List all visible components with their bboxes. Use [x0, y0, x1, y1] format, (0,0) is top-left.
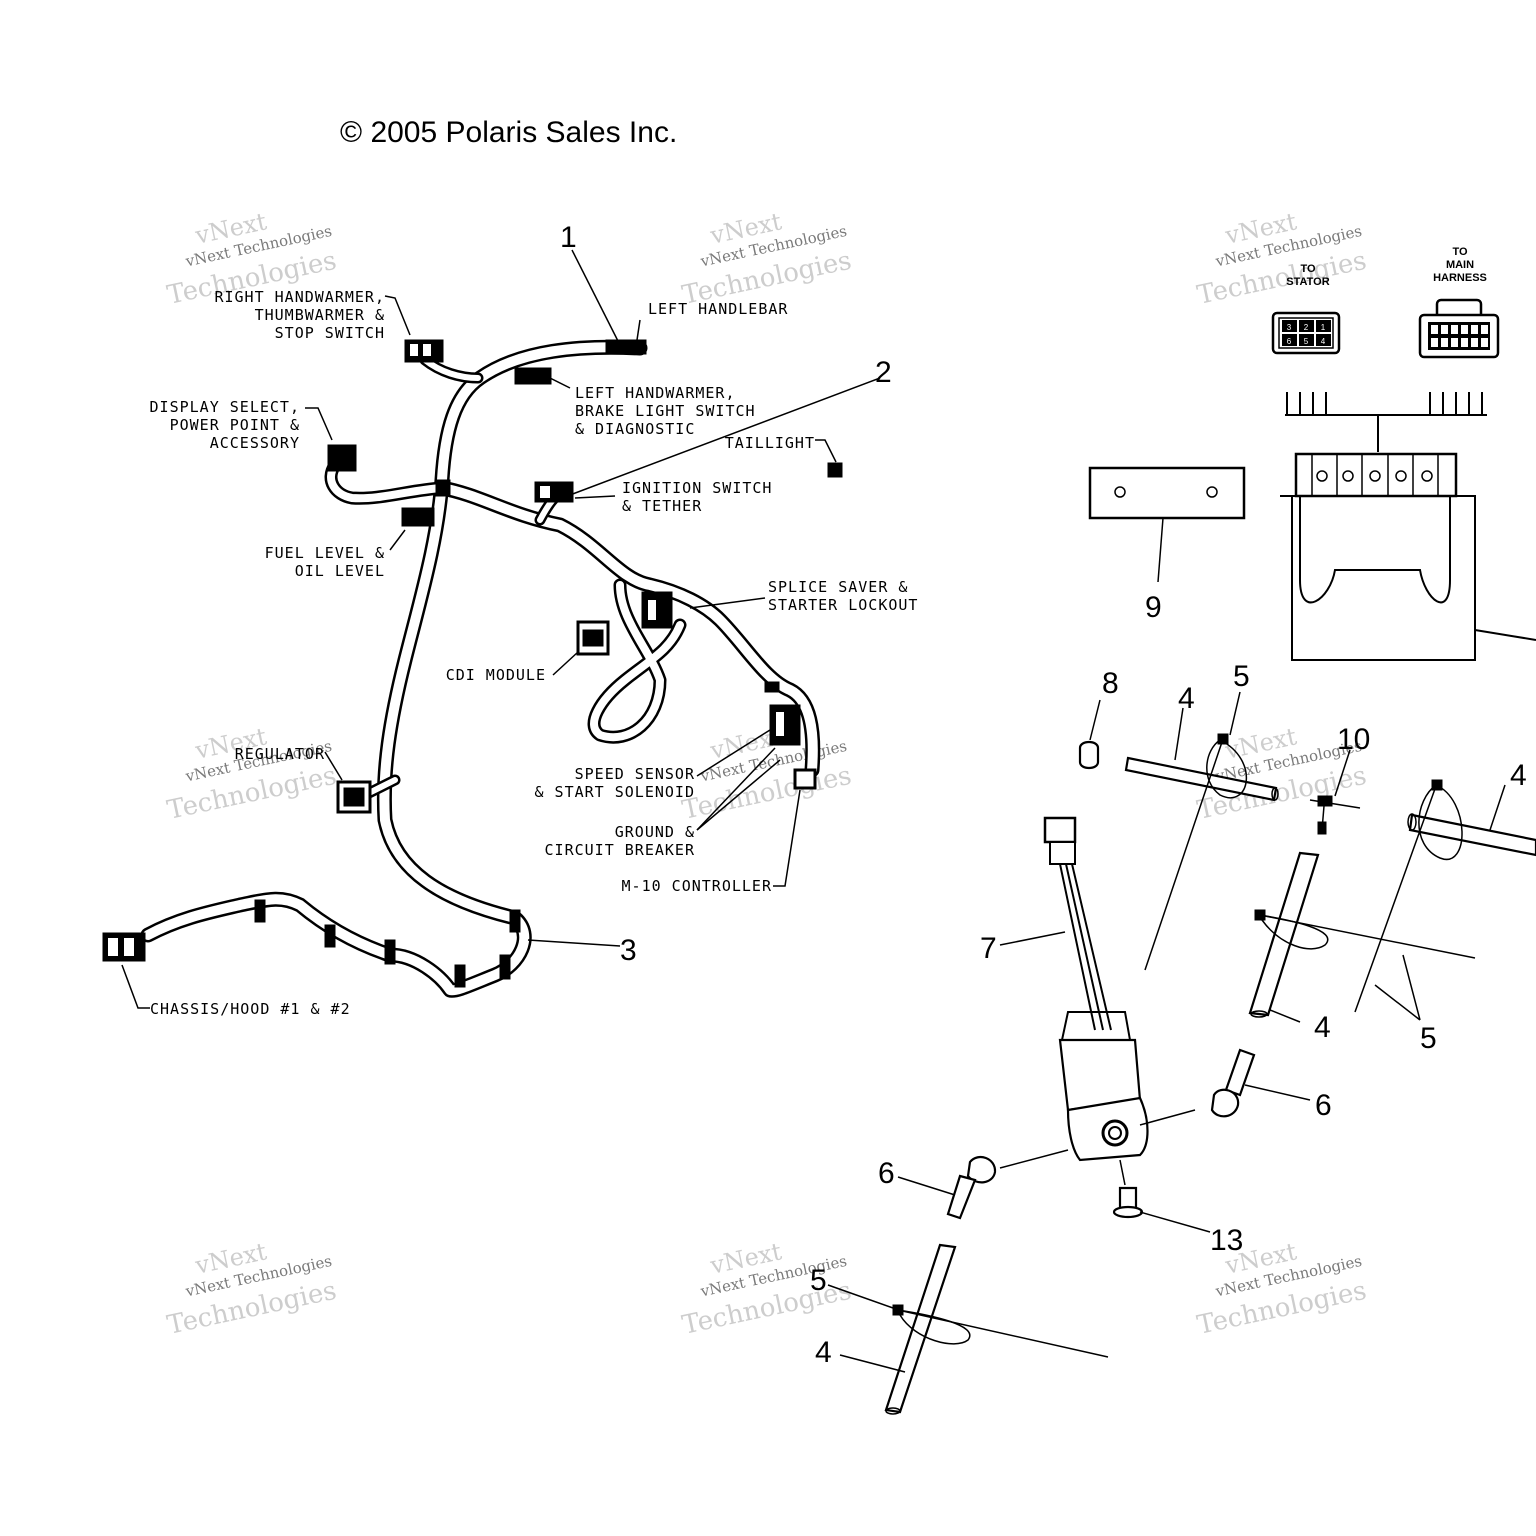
fitting-10: [1309, 749, 1361, 835]
regulator-label: REGULATOR: [235, 745, 325, 763]
part-number-3: 3: [620, 934, 637, 967]
fuel-level-connector: [401, 507, 435, 527]
right-handwarmer-connector: [404, 339, 444, 363]
display-select-label-2: POWER POINT &: [170, 416, 300, 434]
cap-part: [1078, 699, 1101, 770]
part-number-10: 10: [1337, 723, 1370, 756]
watermark-bottom-left: vNext vNext Technologies Technologies: [165, 1237, 340, 1341]
to-stator-label-1: TO: [1300, 263, 1316, 275]
part-number-4-center: 4: [1314, 1011, 1331, 1044]
part-number-7: 7: [980, 932, 997, 965]
display-select-connector: [327, 444, 357, 472]
part-number-1: 1: [560, 221, 577, 254]
stator-pin-3: 3: [1287, 323, 1292, 332]
part-number-5-right: 5: [1420, 1022, 1437, 1055]
tube-tie-bottom: [827, 1243, 1109, 1415]
ignition-switch-connector: [534, 481, 574, 503]
watermark-mid-center: vNext vNext Technologies Technologies: [680, 722, 855, 826]
m10-controller-connector: [793, 768, 817, 790]
taillight-label: TAILLIGHT: [725, 434, 815, 452]
watermark-mid-left: vNext vNext Technologies Technologies: [165, 722, 340, 826]
copyright-text: © 2005 Polaris Sales Inc.: [340, 116, 677, 149]
part-number-5-upper: 5: [1233, 660, 1250, 693]
part-number-13: 13: [1210, 1224, 1243, 1257]
left-handlebar-label: LEFT HANDLEBAR: [648, 300, 788, 318]
part-number-6-left: 6: [878, 1157, 895, 1190]
m10-controller-label: M-10 CONTROLLER: [622, 877, 772, 895]
fuel-level-label-2: OIL LEVEL: [295, 562, 385, 580]
cdi-module-connector: [576, 620, 610, 656]
part-number-2: 2: [875, 356, 892, 389]
stator-pin-2: 2: [1304, 323, 1309, 332]
ground-label-1: GROUND &: [615, 823, 695, 841]
chassis-hood-label: CHASSIS/HOOD #1 & #2: [150, 1000, 351, 1018]
watermark-top-right: vNext vNext Technologies Technologies: [1195, 207, 1370, 311]
right-handwarmer-label-1: RIGHT HANDWARMER,: [214, 288, 385, 306]
left-handwarmer-label-3: & DIAGNOSTIC: [575, 420, 695, 438]
main-harness: [102, 339, 843, 998]
display-select-label-1: DISPLAY SELECT,: [150, 398, 300, 416]
stator-pin-1: 1: [1321, 323, 1326, 332]
stator-pin-5: 5: [1304, 337, 1309, 346]
to-main-label-2: MAIN: [1446, 259, 1474, 271]
stator-pin-6: 6: [1287, 337, 1292, 346]
cdi-module-label: CDI MODULE: [446, 666, 546, 684]
ignition-switch-label-2: & TETHER: [622, 497, 702, 515]
left-handwarmer-label-2: BRAKE LIGHT SWITCH: [575, 402, 756, 420]
part-number-6-right: 6: [1315, 1089, 1332, 1122]
part-number-9: 9: [1145, 591, 1162, 624]
left-callouts: RIGHT HANDWARMER, THUMBWARMER & STOP SWI…: [150, 288, 918, 1018]
left-handwarmer-connector: [514, 367, 552, 385]
part-number-4-right: 4: [1510, 759, 1527, 792]
main-harness-connector: TO MAIN HARNESS: [1418, 246, 1500, 359]
display-select-label-3: ACCESSORY: [210, 434, 300, 452]
fuel-level-label-1: FUEL LEVEL &: [265, 544, 385, 562]
voltage-module: [1280, 452, 1536, 661]
watermark-bottom-center: vNext vNext Technologies Technologies: [680, 1237, 855, 1341]
regulator-connector: [336, 780, 372, 814]
sensor-7: [999, 816, 1196, 1186]
stator-pin-4: 4: [1321, 337, 1326, 346]
left-leader-lines: [121, 249, 881, 1009]
wire-comb: [1285, 392, 1487, 452]
watermark-top-center: vNext vNext Technologies Technologies: [680, 207, 855, 311]
ground-label-2: CIRCUIT BREAKER: [545, 841, 695, 859]
to-stator-label-2: STATOR: [1286, 276, 1329, 288]
stator-connector: TO STATOR 3 2 1 6 5 4: [1271, 263, 1341, 355]
taillight-connector: [827, 462, 843, 478]
to-main-label-1: TO: [1452, 246, 1468, 258]
tube-tie-right: [1354, 779, 1536, 1013]
splice-saver-label-1: SPLICE SAVER &: [768, 578, 908, 596]
part-number-8: 8: [1102, 667, 1119, 700]
left-handwarmer-label-1: LEFT HANDWARMER,: [575, 384, 736, 402]
ignition-switch-label-1: IGNITION SWITCH: [622, 479, 772, 497]
part-number-5-bottom: 5: [810, 1264, 827, 1297]
speed-sensor-connector: [769, 704, 801, 746]
fitting-6-left: [897, 1155, 997, 1220]
tube-tie-center: [1248, 851, 1476, 1023]
grommet-13: [1112, 1186, 1211, 1233]
fitting-6-right: [1210, 1048, 1311, 1118]
right-handwarmer-label-2: THUMBWARMER &: [255, 306, 385, 324]
right-handwarmer-label-3: STOP SWITCH: [275, 324, 385, 342]
tube-tie-upper: [1124, 691, 1279, 971]
to-main-label-3: HARNESS: [1433, 272, 1487, 284]
chassis-hood-connector: [102, 932, 146, 962]
splice-saver-connector: [641, 591, 673, 629]
left-handlebar-connector: [605, 339, 647, 355]
part-number-4-bottom: 4: [815, 1336, 832, 1369]
speed-sensor-label-2: & START SOLENOID: [535, 783, 696, 801]
mounting-plate: [1088, 466, 1246, 583]
speed-sensor-label-1: SPEED SENSOR: [575, 765, 695, 783]
splice-saver-label-2: STARTER LOCKOUT: [768, 596, 918, 614]
part-number-4-upper: 4: [1178, 682, 1195, 715]
